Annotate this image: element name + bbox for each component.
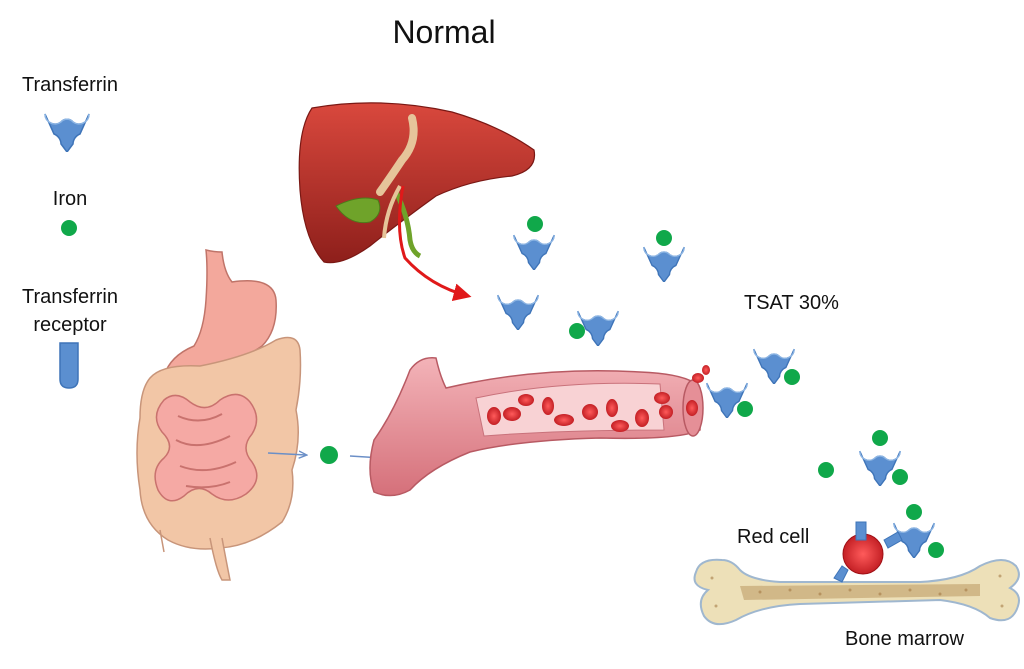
legend-receptor-label-line1: Transferrin [22,286,118,308]
digestive-tract-illustration [136,249,302,581]
red-blood-cells [487,365,710,432]
legend-receptor-label: Transferrin receptor [8,283,132,339]
red-cell-illustration [833,521,903,583]
red-cell-label: Red cell [737,526,810,548]
iron-icon [61,220,77,236]
bone-illustration [693,558,1020,626]
page-title: Normal [392,14,496,50]
absorption-arrow [267,453,306,455]
bone-marrow-label: Bone marrow [845,628,964,650]
legend-receptor-label-line2: receptor [33,314,107,336]
circulating-transferrin [497,216,944,558]
liver-release-arrow [397,185,472,302]
transferrin-receptor-icon [59,342,79,389]
legend-transferrin-label: Transferrin [22,74,118,96]
absorbed-iron [320,446,338,464]
tsat-label: TSAT 30% [744,292,839,314]
blood-vessel-illustration [369,357,704,497]
liver-illustration [298,102,536,264]
transferrin-icon [44,113,90,152]
legend-iron-label: Iron [52,188,88,210]
